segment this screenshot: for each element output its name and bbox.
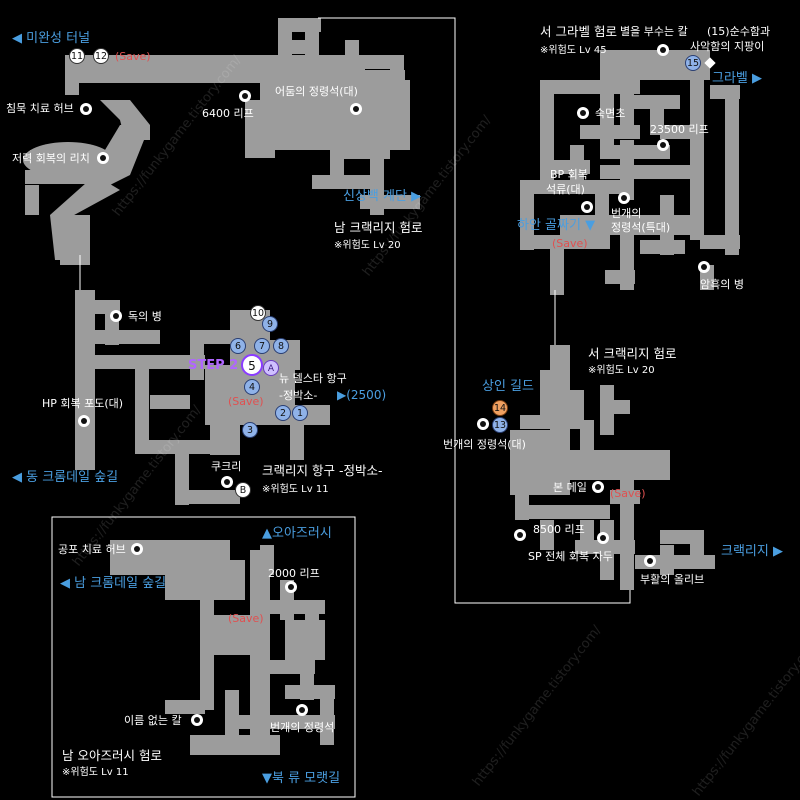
badge-15: 15 (685, 55, 701, 71)
save-point[interactable]: (Save) (610, 487, 646, 500)
chest-icon[interactable] (221, 476, 233, 488)
chest-icon[interactable] (110, 310, 122, 322)
item-6400-leaf: 6400 리프 (202, 107, 254, 120)
shop-price-2500[interactable]: ▶(2500) (337, 388, 387, 402)
exit-grabel[interactable]: 그라벨 ▶ (712, 71, 763, 86)
badge-6: 6 (230, 338, 246, 354)
item-8500-leaf: 8500 리프 (533, 523, 585, 536)
item-sleep-herb: 숙면초 (595, 107, 626, 120)
item-revival-olive: 부활의 올리브 (640, 573, 705, 586)
area-name: 서 크랙리지 험로 (588, 346, 677, 361)
chest-icon[interactable] (80, 103, 92, 115)
item-dark-spirit-stone: 어둠의 정령석(대) (275, 85, 358, 98)
badge-12: 12 (93, 48, 109, 64)
item-bone-mail: 본 메일 (553, 481, 587, 494)
item-dark-bottle: 암흑의 병 (700, 278, 744, 291)
chest-icon[interactable] (618, 192, 630, 204)
item-lightning-stone: 번개의 정령석 (270, 721, 335, 734)
exit-south-krumdale-forest[interactable]: ◀ 남 크롬데일 숲길 (60, 576, 167, 591)
area-danger: ※위험도 Lv 11 (262, 484, 329, 495)
badge-B: B (235, 482, 251, 498)
item-23500-leaf: 23500 리프 (650, 123, 709, 136)
area-danger: ※위험도 Lv 20 (334, 240, 401, 251)
item-stamina-lychee: 저력 회복의 리치 (12, 152, 90, 165)
chest-icon[interactable] (514, 529, 526, 541)
save-point[interactable]: (Save) (115, 50, 151, 63)
badge-14: 14 (492, 400, 508, 416)
item-poison-bottle: 독의 병 (128, 310, 162, 323)
exit-mianseong-tunnel[interactable]: ◀ 미완성 터널 (12, 31, 91, 46)
area-name: 크랙리지 항구 -정박소- (262, 463, 383, 478)
location-new-delta-port: 뉴 델스타 항구 (279, 372, 347, 385)
chest-icon[interactable] (239, 90, 251, 102)
badge-13: 13 (492, 417, 508, 433)
badge-4: 4 (244, 379, 260, 395)
area-danger: ※위험도 Lv 45 (540, 45, 607, 56)
item-kukri: 쿠크리 (211, 460, 242, 473)
badge-A: A (263, 360, 279, 376)
item-sp-plum: SP 전체 회복 자두 (528, 550, 613, 563)
exit-east-krumdale-forest[interactable]: ◀ 동 크롬데일 숲길 (12, 470, 119, 485)
save-point[interactable]: (Save) (228, 612, 264, 625)
item-fear-herb: 공포 치료 허브 (58, 543, 126, 556)
chest-icon[interactable] (657, 139, 669, 151)
area-name: 남 크랙리지 험로 (334, 220, 423, 235)
chest-icon[interactable] (698, 261, 710, 273)
item-purity-staff-line1: (15)순수함과 (707, 25, 771, 38)
chest-icon[interactable] (78, 415, 90, 427)
chest-icon[interactable] (131, 543, 143, 555)
save-point[interactable]: (Save) (228, 395, 264, 408)
badge-11: 11 (69, 48, 85, 64)
exit-haan-valley[interactable]: 하안 골짜기 ▼ (517, 218, 596, 233)
item-silence-herb: 침묵 치료 허브 (6, 102, 74, 115)
chest-icon[interactable] (97, 152, 109, 164)
exit-bukryu-sandpath[interactable]: ▼북 류 모랫길 (262, 771, 341, 786)
badge-3: 3 (242, 422, 258, 438)
item-nameless-sword: 이름 없는 칼 (124, 714, 182, 727)
badge-5-step[interactable]: 5 (241, 354, 263, 376)
area-danger: ※위험도 Lv 20 (588, 365, 655, 376)
area-name: 남 오아즈러시 험로 (62, 748, 162, 763)
chest-icon[interactable] (477, 418, 489, 430)
item-bp-pomegranate-line1: BP 회복 (550, 168, 588, 181)
area-name: 서 그라벨 험로 (540, 24, 617, 39)
save-point[interactable]: (Save) (552, 237, 588, 250)
chest-icon[interactable] (597, 532, 609, 544)
item-lightning-stone-xl-line1: 번개의 (611, 207, 642, 220)
item-lightning-stone-large: 번개의 정령석(대) (443, 438, 526, 451)
item-star-breaker-sword: 별을 부수는 칼 (620, 25, 688, 38)
chest-icon[interactable] (350, 103, 362, 115)
badge-9: 9 (262, 316, 278, 332)
item-hp-grape: HP 회복 포도(대) (42, 397, 124, 410)
item-2000-leaf: 2000 리프 (268, 567, 320, 580)
badge-1: 1 (292, 405, 308, 421)
exit-sinsangbaek-stairs[interactable]: 신상백 계단 ▶ (343, 189, 422, 204)
area-danger: ※위험도 Lv 11 (62, 767, 129, 778)
item-bp-pomegranate-line2: 석류(대) (546, 183, 585, 196)
badge-8: 8 (273, 338, 289, 354)
badge-2: 2 (275, 405, 291, 421)
chest-icon[interactable] (644, 555, 656, 567)
chest-icon[interactable] (296, 704, 308, 716)
chest-icon[interactable] (191, 714, 203, 726)
chest-icon[interactable] (657, 44, 669, 56)
badge-7: 7 (254, 338, 270, 354)
chest-icon[interactable] (285, 581, 297, 593)
chest-icon[interactable] (577, 107, 589, 119)
chest-icon[interactable] (592, 481, 604, 493)
step-label: STEP 2 (188, 358, 239, 373)
exit-crackridge[interactable]: 크랙리지 ▶ (721, 544, 783, 559)
badge-10: 10 (250, 305, 266, 321)
location-dock: -정박소- (279, 389, 318, 402)
item-purity-staff-line2: 사악함의 지팡이 (690, 40, 765, 53)
item-lightning-stone-xl-line2: 정령석(특대) (611, 221, 671, 234)
exit-oazrashi[interactable]: ▲오아즈러시 (262, 526, 332, 541)
exit-merchant-guild[interactable]: 상인 길드 (482, 379, 534, 394)
chest-icon[interactable] (581, 201, 593, 213)
